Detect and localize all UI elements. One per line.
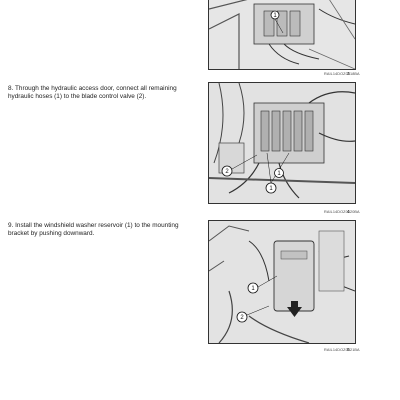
step-9-number: 9.: [8, 222, 14, 229]
figure-4-callout-1a: 1: [269, 186, 273, 192]
figure-3-image: 1: [208, 0, 356, 70]
step-9: 9. Install the windshield washer reservo…: [8, 222, 198, 239]
figure-3-caption: RAIL14DOZ0318BA: [324, 72, 360, 76]
figure-4-callout-1b: 1: [277, 171, 281, 177]
figure-4-image: 2 1 1: [208, 82, 356, 204]
figure-3-callout-1: 1: [273, 13, 277, 19]
step-8-number: 8.: [8, 85, 14, 92]
figure-5-callout-2: 2: [240, 315, 244, 321]
step-9-text: Install the windshield washer reservoir …: [8, 222, 179, 238]
figure-3-number: 3: [347, 71, 350, 76]
figure-5-image: 1 2: [208, 220, 356, 344]
figure-5-caption: RAIL14DOZ0321BA: [324, 348, 360, 352]
step-8: 8. Through the hydraulic access door, co…: [8, 85, 198, 102]
step-8-text: Through the hydraulic access door, conne…: [8, 85, 177, 101]
figure-4-caption: RAIL14DOZ0320BA: [324, 210, 360, 214]
figure-5-number: 5: [347, 347, 350, 352]
figure-4-callout-2: 2: [225, 169, 229, 175]
figure-4-number: 4: [347, 209, 350, 214]
figure-5-callout-1: 1: [251, 286, 255, 292]
